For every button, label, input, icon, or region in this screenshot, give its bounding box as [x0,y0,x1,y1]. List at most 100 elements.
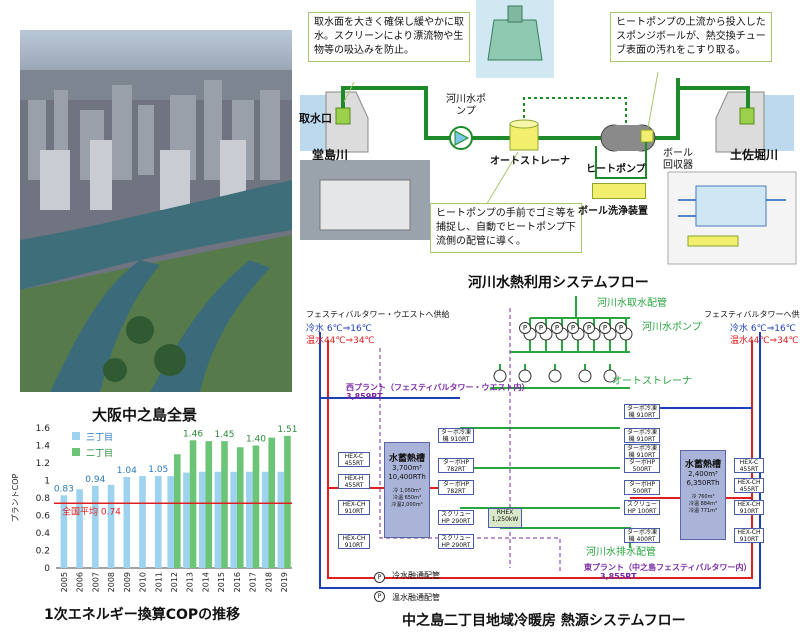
x-tick-label-2008: 2008 [107,572,116,592]
bar-sanchome-2013 [183,472,190,568]
intake-screen [335,107,351,125]
hw-pump-icon: P [374,591,385,602]
pump-cutaway-body [487,19,543,61]
river-pump-2: P [551,322,563,334]
river-pump-3: P [567,322,579,334]
bar-sanchome-2008 [107,484,115,568]
west-plant-label: 西プラント（フェスティバルタワー・ウエスト内） [346,383,530,392]
data-label-2: 1.04 [117,466,137,476]
ball-collector-icon [640,129,654,143]
cold-left-label: 冷水 6℃⇒16℃ [306,324,372,334]
east-plant-label: 東プラント（中之島フェスティバルタワー内） [584,563,752,572]
cop-chart-title: 1次エネルギー換算COPの推移 [44,607,241,623]
river-flow-diagram [300,0,797,265]
bar-nichome-2014 [205,441,213,568]
dojima-river-label: 堂島川 [312,148,349,162]
west-hex-0: HEX-C 455RT [338,452,370,467]
heat-pump-label: ヒートポンプ [586,164,646,175]
west-chiller-0: ターボ冷凍機 910RT [438,428,474,443]
river-pump-1: P [535,322,547,334]
river-pump-6: P [615,322,627,334]
river-flow-title: 河川水熱利用システムフロー [468,275,649,291]
strainer-label-2: オートストレーナ [612,376,692,387]
data-label-1: 0.94 [85,475,105,485]
supply-left-label: フェスティバルタワー・ウエストへ供給 [306,310,450,319]
east-chiller-2: ターボ冷凍機 910RT [624,444,660,459]
chw-pump-icon: P [374,572,385,583]
x-tick-label-2018: 2018 [264,572,273,592]
west-hex-2: HEX-CH 910RT [338,500,370,515]
legend-label-nichome: 二丁目 [86,448,113,459]
national-average-label: 全国平均 0.74 [62,505,121,517]
east-chiller-0: ターボ冷凍機 910RT [624,404,660,419]
east-chiller-4: ターボHP 500RT [624,480,660,495]
east-chiller-6: ターボ冷凍機 400RT [624,528,660,543]
discharge-pipe-label: 河川水排水配管 [586,547,656,558]
bar-sanchome-2006 [76,489,83,568]
y-tick-label-2: 0.4 [36,529,51,539]
x-tick-label-2012: 2012 [170,572,179,592]
main-water-pipe [341,86,750,140]
y-axis-label: プラントCOP [11,473,20,522]
river-pump-label: 河川水ポンプ [446,94,486,117]
west-chiller-3: スクリューHP 290RT [438,510,474,525]
x-tick-label-2013: 2013 [186,572,195,592]
x-tick-label-2006: 2006 [76,572,85,592]
bar-sanchome-2015 [214,471,222,568]
x-tick-label-2014: 2014 [201,572,210,592]
bar-sanchome-2018 [261,471,269,568]
bar-nichome-2016 [236,447,244,568]
bar-sanchome-2016 [230,471,237,568]
x-tick-label-2016: 2016 [233,572,242,592]
bar-sanchome-2019 [277,471,285,568]
strainer-unit-illustration [319,179,411,231]
x-tick-label-2019: 2019 [280,572,289,592]
bar-sanchome-2007 [92,485,99,568]
outfall-screen [739,107,755,125]
city-aerial-illustration [20,30,292,392]
west-chiller-1: ターボHP 782RT [438,458,474,473]
strainer-label: オートストレーナ [490,156,570,167]
data-label-3: 1.05 [148,465,168,475]
x-tick-label-2009: 2009 [123,572,132,592]
bar-nichome-2019 [284,435,291,568]
x-tick-label-2015: 2015 [217,572,226,592]
city-aerial-photo [20,30,292,392]
river-pump-label-2: 河川水ポンプ [642,322,702,333]
ball-wash-label: ボール洗浄装置 [578,206,648,217]
east-chiller-3: ターボHP 500RT [624,458,660,473]
hw-pipe-label: 温水融通配管 [392,593,440,602]
supply-right-label: フェスティバルタワーへ供給 [704,310,800,319]
y-tick-label-3: 0.6 [36,512,51,522]
bar-sanchome-2010 [139,476,146,568]
y-tick-label-6: 1.2 [36,459,50,469]
bar-nichome-2012 [174,454,181,568]
chw-pipe-label: 冷水融通配管 [392,571,440,580]
river-pump-4: P [583,322,595,334]
east-hex-1: HEX-CH 455RT [734,478,764,493]
cold-right-label: 冷水 6℃⇒16℃ [730,324,796,334]
bar-sanchome-2011 [154,476,162,568]
east-storage-tank: 水蓄熱槽 2,400m³ 6,350RTh 冷 760m³ 冷温 884m³ 冷… [680,450,726,540]
intake-callout: 取水面を大きく確保し緩やかに取水。スクリーンにより漂流物や生物等の吸込みを防止。 [308,12,470,62]
bar-sanchome-2005 [60,495,68,568]
intake-label: 取水口 [299,112,332,125]
y-tick-label-5: 1 [44,477,50,487]
east-hex-2: HEX-CH 910RT [734,500,764,515]
heat-source-diagram [319,296,761,589]
y-tick-label-4: 0.8 [36,494,51,504]
east-hex-0: HEX-C 455RT [734,458,764,473]
data-label-7: 1.51 [277,425,297,435]
east-plant-rt: 3,855RT [600,572,637,581]
data-label-5: 1.45 [214,430,234,440]
strainer-callout: ヒートポンプの手前でゴミ等を捕捉し、自動でヒートポンプ下流側の配管に導く。 [430,203,582,253]
heat-source-title: 中之島二丁目地域冷暖房 熱源システムフロー [402,613,686,629]
west-chiller-2: ターボHP 782RT [438,480,474,495]
y-tick-label-8: 1.6 [36,424,51,434]
auto-strainer-icon [509,123,539,151]
bar-nichome-2015 [221,441,228,568]
ball-wash-box [592,183,646,199]
river-pump-5: P [599,322,611,334]
